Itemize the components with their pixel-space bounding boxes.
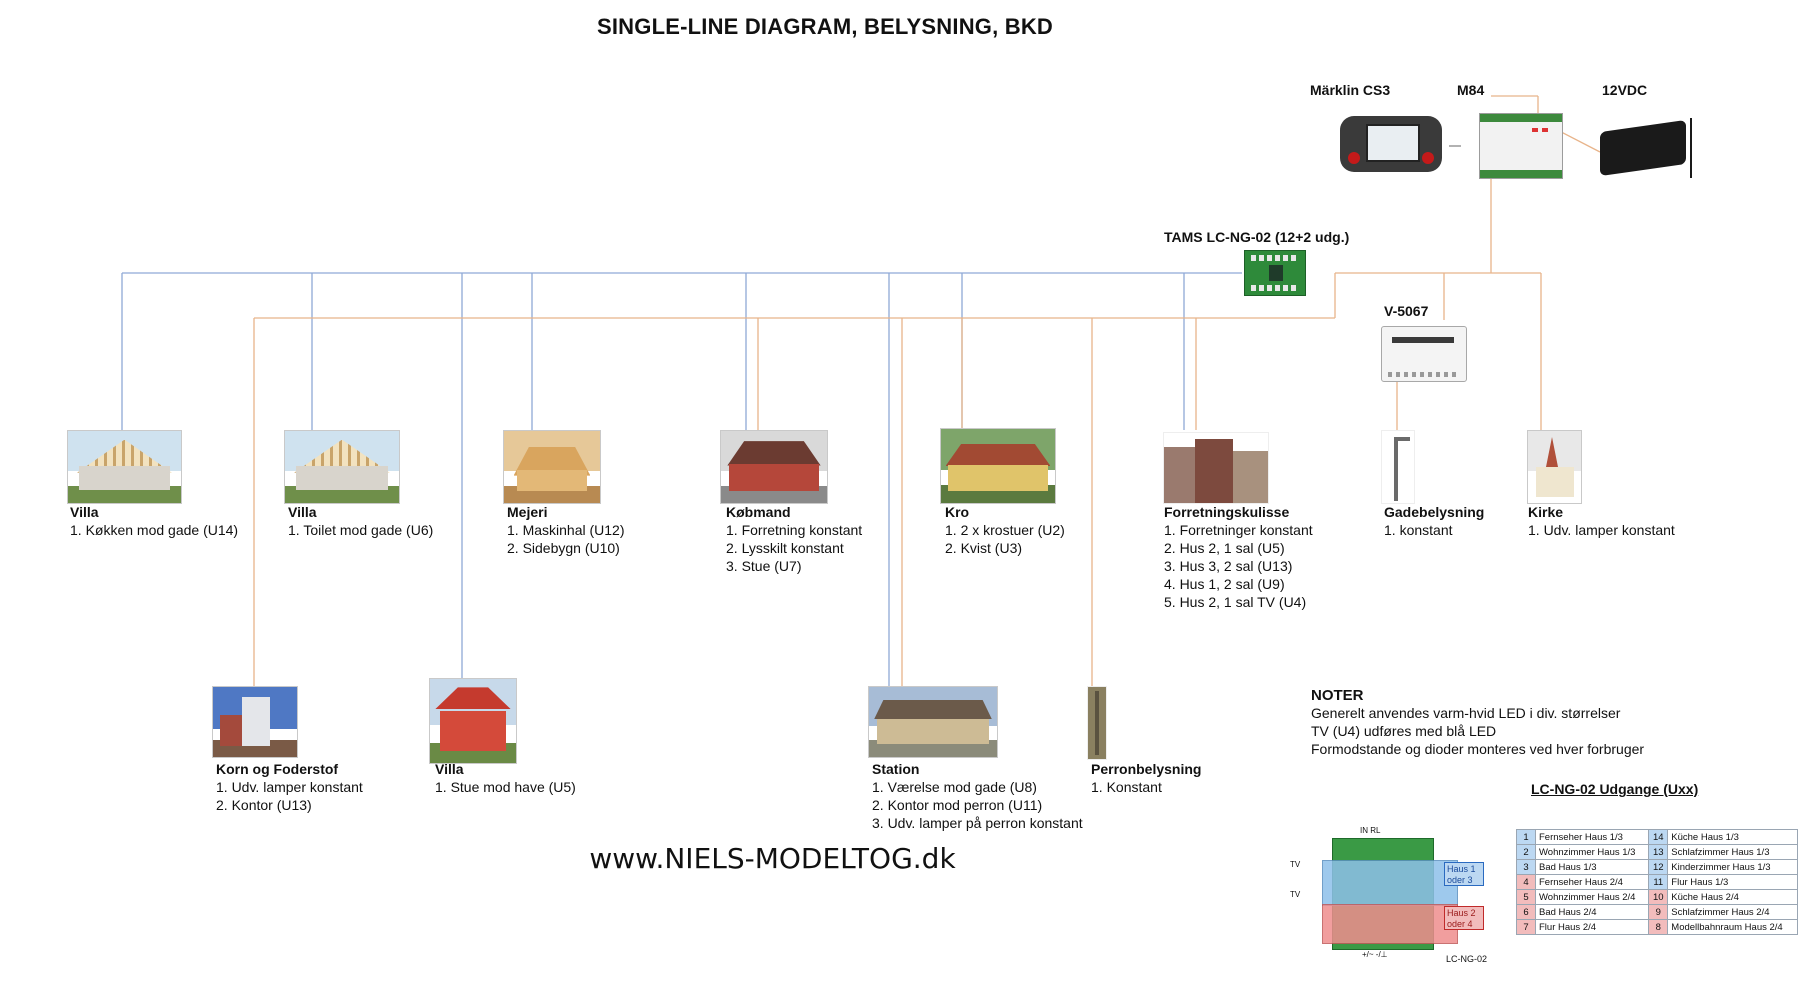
legend-cell: Flur Haus 2/4 (1534, 919, 1650, 935)
m84-decoder-icon (1479, 113, 1563, 179)
notes-heading: NOTER (1311, 687, 1364, 704)
psu-label: 12VDC (1602, 82, 1648, 98)
tams-label: TAMS LC-NG-02 (12+2 udg.) (1164, 229, 1350, 245)
legend-cell: Flur Haus 1/3 (1667, 874, 1798, 890)
legend-cell: Fernseher Haus 2/4 (1534, 874, 1650, 890)
legend-cell: Kinderzimmer Haus 1/3 (1667, 859, 1798, 875)
kirke-image (1527, 430, 1582, 504)
consumer-kobmand: Købmand 1. Forretning konstant 2. Lysski… (726, 504, 863, 574)
note-line: Formodstande og dioder monteres ved hver… (1311, 741, 1645, 757)
villa-1-image (67, 430, 182, 504)
haus-1-3-box: Haus 1 oder 3 (1444, 862, 1484, 886)
kobmand-image (720, 430, 828, 504)
consumer-gadebelysning: Gadebelysning 1. konstant (1384, 504, 1485, 538)
v5067-label: V-5067 (1384, 303, 1429, 319)
consumer-korn-og-foderstof: Korn og Foderstof 1. Udv. lamper konstan… (216, 761, 363, 813)
legend-cell: 4 (1516, 874, 1536, 890)
legend-cell: 13 (1648, 844, 1669, 860)
legend-cell: 11 (1648, 874, 1669, 890)
consumer-villa-2: Villa 1. Toilet mod gade (U6) (288, 504, 434, 538)
board-blue-zone (1322, 860, 1458, 906)
cs3-controller-icon (1340, 116, 1442, 172)
villa-3-image (429, 678, 517, 764)
legend-cell: 10 (1648, 889, 1669, 905)
legend-cell: Schlafzimmer Haus 2/4 (1667, 904, 1798, 920)
legend-cell: 14 (1648, 829, 1669, 845)
power-cable-icon (1680, 118, 1692, 178)
forretningskulisse-image (1163, 432, 1269, 504)
page-title: SINGLE-LINE DIAGRAM, BELYSNING, BKD (597, 14, 1053, 39)
tams-lc-ng-02-board-icon (1244, 250, 1306, 296)
legend-cell: 5 (1516, 889, 1536, 905)
legend-cell: 6 (1516, 904, 1536, 920)
lc-ng-02-board-diagram: IN RL TV TV Haus 1 oder 3 Haus 2 oder 4 … (1290, 826, 1488, 964)
consumer-forretningskulisse: Forretningskulisse 1. Forretninger konst… (1164, 504, 1313, 610)
v5067-module-icon (1381, 326, 1467, 382)
m84-label: M84 (1457, 82, 1485, 98)
gadebelysning-image (1381, 430, 1415, 504)
legend-cell: Schlafzimmer Haus 1/3 (1667, 844, 1798, 860)
legend-cell: Bad Haus 1/3 (1534, 859, 1650, 875)
legend-cell: 8 (1648, 919, 1669, 935)
blue-wires (121, 272, 1242, 686)
consumer-perronbelysning: Perronbelysning 1. Konstant (1091, 761, 1202, 795)
station-image (868, 686, 998, 758)
consumer-kro: Kro 1. 2 x krostuer (U2) 2. Kvist (U3) (945, 504, 1065, 556)
consumer-kirke: Kirke 1. Udv. lamper konstant (1528, 504, 1675, 538)
orange-wires (253, 95, 1601, 690)
consumer-station: Station 1. Værelse mod gade (U8) 2. Kont… (872, 761, 1083, 831)
notes-block: NOTER Generelt anvendes varm-hvid LED i … (1311, 687, 1644, 758)
legend-cell: Küche Haus 1/3 (1667, 829, 1798, 845)
footer-url: www.NIELS-MODELTOG.dk (589, 842, 956, 875)
haus-2-4-box: Haus 2 oder 4 (1444, 906, 1484, 930)
consumer-villa-3: Villa 1. Stue mod have (U5) (435, 761, 576, 795)
legend-cell: Fernseher Haus 1/3 (1534, 829, 1650, 845)
mejeri-image (503, 430, 601, 504)
note-line: TV (U4) udføres med blå LED (1311, 723, 1497, 739)
legend-title: LC-NG-02 Udgange (Uxx) (1531, 781, 1699, 797)
villa-2-image (284, 430, 400, 504)
legend-cell: Wohnzimmer Haus 1/3 (1534, 844, 1650, 860)
legend-cell: Bad Haus 2/4 (1534, 904, 1650, 920)
consumer-mejeri: Mejeri 1. Maskinhal (U12) 2. Sidebygn (U… (507, 504, 625, 556)
kro-image (940, 428, 1056, 504)
perronbelysning-image (1087, 686, 1107, 760)
cs3-label: Märklin CS3 (1310, 82, 1391, 98)
legend-cell: 12 (1648, 859, 1669, 875)
legend-cell: Modellbahnraum Haus 2/4 (1667, 919, 1798, 935)
legend-cell: Küche Haus 2/4 (1667, 889, 1798, 905)
legend-cell: 3 (1516, 859, 1536, 875)
consumer-villa-1: Villa 1. Køkken mod gade (U14) (70, 504, 239, 538)
board-red-zone (1322, 904, 1458, 944)
legend-cell: Wohnzimmer Haus 2/4 (1534, 889, 1650, 905)
korn-og-foderstof-image (212, 686, 298, 758)
note-line: Generelt anvendes varm-hvid LED i div. s… (1311, 705, 1621, 721)
legend-cell: 9 (1648, 904, 1669, 920)
legend-cell: 7 (1516, 919, 1536, 935)
